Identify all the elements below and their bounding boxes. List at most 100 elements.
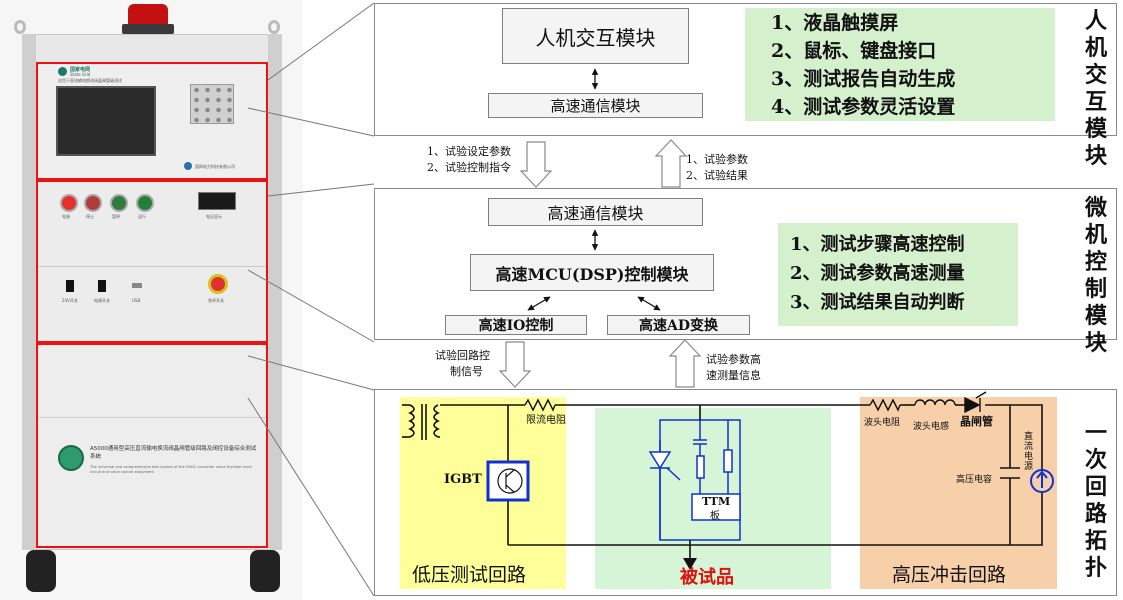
flow2-up-line1: 试验参数高 bbox=[706, 353, 761, 366]
brand-name: 国家电网 bbox=[70, 67, 91, 73]
company-name: 国网电力科技有限公司 bbox=[195, 164, 235, 169]
low-voltage-region bbox=[400, 397, 566, 589]
block-arrow-down-1 bbox=[519, 141, 553, 188]
emergency-stop-label: 急停开关 bbox=[208, 298, 224, 303]
dut-output-arrow bbox=[683, 558, 697, 570]
wave-inductor bbox=[914, 399, 956, 406]
caster-left bbox=[26, 550, 56, 592]
leader-line-hmi-bottom bbox=[247, 107, 375, 137]
lifting-eye-left bbox=[14, 20, 26, 34]
mcu-side-title: 微机控制模块 bbox=[1084, 195, 1107, 356]
emergency-stop[interactable] bbox=[208, 274, 228, 294]
hv-capacitor bbox=[1000, 467, 1020, 479]
cabinet-panel-lower: A5000通用型高压直流输电换流阀晶闸管级回路及阀控设备综合测试系统 The u… bbox=[36, 343, 268, 548]
indicator-run bbox=[136, 194, 154, 212]
wave-inductor-label: 波头电感 bbox=[913, 422, 950, 432]
switch-label-power: 电源开关 bbox=[94, 298, 110, 303]
leader-line-mcu-top bbox=[267, 183, 375, 197]
voltage-display bbox=[198, 192, 236, 210]
arrow-mcu-io bbox=[527, 296, 551, 311]
indicator-label-4: 运行 bbox=[138, 214, 146, 219]
indicator-label-1: 电源 bbox=[62, 214, 70, 219]
keypad[interactable] bbox=[190, 84, 234, 124]
switch-power[interactable] bbox=[98, 280, 106, 292]
touchscreen[interactable] bbox=[56, 86, 156, 156]
indicator-label-2: 停止 bbox=[86, 214, 94, 219]
block-arrow-down-2 bbox=[498, 341, 532, 388]
wire-bottom bbox=[508, 492, 1043, 546]
block-arrow-up-2 bbox=[668, 339, 702, 388]
warning-light bbox=[128, 4, 168, 26]
mcu-feature-panel: 1、测试步骤高速控制 2、测试参数高速测量 3、测试结果自动判断 bbox=[778, 223, 1018, 326]
indicator-pause bbox=[110, 194, 128, 212]
mcu-feature-2: 2、测试参数高速测量 bbox=[790, 263, 965, 284]
wire-top-5 bbox=[985, 404, 1043, 470]
leader-line-circuit-bottom bbox=[247, 397, 375, 597]
dut-resistor-1 bbox=[696, 455, 705, 479]
dut-capacitor bbox=[693, 436, 707, 456]
low-voltage-label: 低压测试回路 bbox=[412, 564, 527, 586]
block-arrow-up-1 bbox=[654, 139, 688, 188]
brand-name-en: State Grid bbox=[70, 72, 91, 77]
mcu-feature-3: 3、测试结果自动判断 bbox=[790, 292, 965, 313]
leader-line-circuit-top bbox=[247, 355, 375, 391]
flow2-down-line2: 制信号 bbox=[450, 365, 483, 378]
company-logo bbox=[184, 162, 192, 170]
flow1-up-line1: 1、试验参数 bbox=[686, 153, 748, 166]
transformer-symbol bbox=[402, 404, 440, 440]
hv-thyristor-label: 晶闸管 bbox=[960, 415, 993, 428]
mcu-main-box: 高速MCU(DSP)控制模块 bbox=[470, 254, 714, 291]
hmi-feature-1: 1、液晶触摸屏 bbox=[771, 12, 899, 34]
control-divider bbox=[38, 266, 266, 267]
current-limit-resistor bbox=[524, 398, 556, 412]
usb-port[interactable] bbox=[132, 283, 142, 288]
cabinet-rail-left bbox=[22, 34, 36, 550]
igbt-label: IGBT bbox=[444, 472, 482, 487]
dut-label: 被试品 bbox=[680, 567, 734, 588]
panel-divider bbox=[38, 417, 266, 418]
flow1-down-line2: 2、试验控制指令 bbox=[427, 161, 511, 174]
mcu-ad-box: 高速AD变换 bbox=[607, 315, 750, 335]
leader-line-hmi-top bbox=[267, 2, 375, 81]
circuit-side-title: 一次回路拓扑 bbox=[1084, 420, 1107, 581]
voltage-display-label: 电压显示 bbox=[206, 214, 222, 219]
flow1-up-line2: 2、试验结果 bbox=[686, 169, 748, 182]
cabinet-rail-right bbox=[268, 34, 282, 550]
product-title: A5000通用型高压直流输电换流阀晶闸管级回路及阀控设备综合测试系统 bbox=[90, 446, 257, 460]
panel-caption: 应用于直流输电换流阀晶闸管级测试 bbox=[58, 78, 122, 83]
indicator-power bbox=[60, 194, 78, 212]
hmi-module-box: 人机交互模块 bbox=[502, 8, 689, 64]
mcu-feature-1: 1、测试步骤高速控制 bbox=[790, 234, 965, 255]
igbt-symbol bbox=[497, 468, 523, 494]
hmi-comm-box: 高速通信模块 bbox=[488, 93, 703, 118]
ttm-sub-label: 板 bbox=[710, 511, 720, 522]
ttm-board bbox=[691, 493, 741, 521]
switch-24v[interactable] bbox=[66, 280, 74, 292]
mcu-io-box: 高速IO控制 bbox=[445, 315, 587, 335]
product-title-en: The universal and comprehensive test sys… bbox=[90, 465, 252, 474]
dc-source bbox=[1030, 469, 1054, 493]
hmi-side-title: 人机交互模块 bbox=[1084, 8, 1107, 169]
dut-resistor-2 bbox=[723, 449, 733, 473]
flow2-down-line1: 试验回路控 bbox=[435, 349, 490, 362]
wave-resistor bbox=[869, 398, 901, 412]
leader-line-mcu-bottom bbox=[247, 269, 375, 343]
arrow-mcu-ad bbox=[637, 296, 661, 311]
indicator-stop bbox=[84, 194, 102, 212]
hv-capacitor-label: 高压电容 bbox=[956, 475, 993, 485]
ttm-label: TTM bbox=[702, 495, 731, 508]
cabinet-photo: 国家电网 State Grid 应用于直流输电换流阀晶闸管级测试 国网电力科技有… bbox=[0, 0, 303, 600]
flow2-up-line2: 速测量信息 bbox=[706, 369, 761, 382]
cabinet-panel-hmi: 国家电网 State Grid 应用于直流输电换流阀晶闸管级测试 国网电力科技有… bbox=[36, 62, 268, 180]
lifting-eye-right bbox=[268, 20, 280, 34]
wave-resistor-label: 波头电阻 bbox=[864, 418, 901, 428]
dc-source-label: 直流电源 bbox=[1024, 432, 1034, 472]
product-globe-logo bbox=[58, 445, 84, 471]
brand-logo bbox=[58, 67, 67, 76]
high-voltage-region bbox=[860, 397, 1057, 589]
hmi-feature-2: 2、鼠标、键盘接口 bbox=[771, 40, 937, 62]
hmi-feature-panel: 1、液晶触摸屏 2、鼠标、键盘接口 3、测试报告自动生成 4、测试参数灵活设置 bbox=[745, 8, 1055, 121]
warning-light-base bbox=[122, 24, 174, 34]
